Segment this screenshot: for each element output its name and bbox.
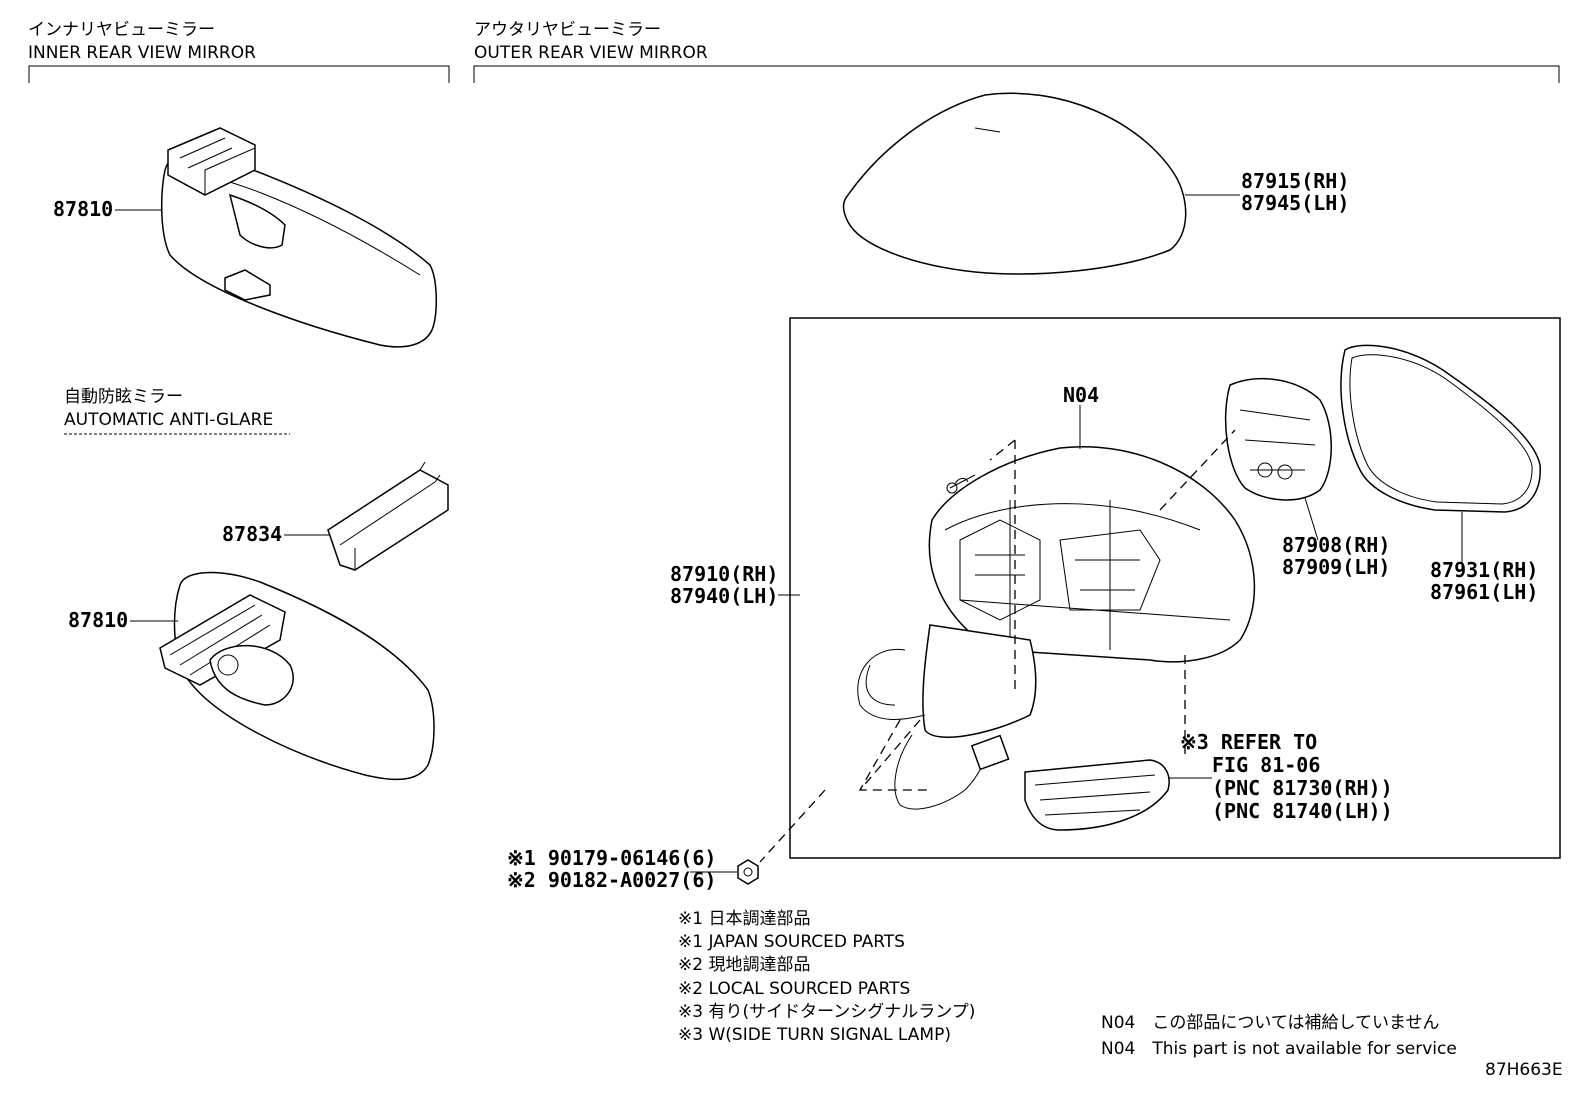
nut-part-1: ※1 90179-06146(6) bbox=[507, 846, 717, 870]
n04-note-jp: N04 この部品については補給していません bbox=[1101, 1013, 1440, 1033]
note-6: ※3 W(SIDE TURN SIGNAL LAMP) bbox=[678, 1025, 951, 1045]
nut bbox=[737, 859, 759, 885]
anti-glare-title-en: AUTOMATIC ANTI-GLARE bbox=[64, 410, 274, 430]
note-2: ※1 JAPAN SOURCED PARTS bbox=[678, 932, 905, 952]
note-1: ※1 日本調達部品 bbox=[678, 909, 811, 929]
nut-part-2: ※2 90182-A0027(6) bbox=[507, 868, 717, 892]
outer-section-bracket bbox=[473, 65, 1560, 83]
refer-line-2: FIG 81-06 bbox=[1212, 753, 1321, 777]
inner-mirror-bottom bbox=[159, 571, 435, 781]
part-87810-bottom: 87810 bbox=[68, 608, 129, 632]
part-glass-lh: 87961(LH) bbox=[1430, 580, 1539, 604]
actuator bbox=[1224, 377, 1332, 501]
part-n04: N04 bbox=[1063, 383, 1100, 407]
outer-mirror-cover bbox=[842, 92, 1187, 275]
refer-line-1: ※3 REFER TO bbox=[1180, 730, 1318, 754]
inner-title-jp: インナリヤビューミラー bbox=[28, 20, 215, 40]
mirror-housing bbox=[857, 446, 1256, 810]
inner-section-bracket bbox=[28, 65, 450, 83]
assembly-box bbox=[789, 317, 1561, 859]
part-cover-lh: 87945(LH) bbox=[1241, 191, 1350, 215]
note-5: ※3 有り(サイドターンシグナルランプ) bbox=[678, 1002, 976, 1022]
mirror-glass bbox=[1340, 344, 1541, 513]
part-glass-rh: 87931(RH) bbox=[1430, 558, 1539, 582]
note-4: ※2 LOCAL SOURCED PARTS bbox=[678, 979, 911, 999]
outer-title-jp: アウタリヤビューミラー bbox=[474, 20, 661, 40]
part-87834: 87834 bbox=[222, 522, 283, 546]
part-87810-top: 87810 bbox=[53, 197, 114, 221]
n04-note-en: N04 This part is not available for servi… bbox=[1101, 1039, 1457, 1059]
turn-signal-lamp bbox=[1024, 759, 1170, 831]
inner-title-en: INNER REAR VIEW MIRROR bbox=[28, 43, 256, 63]
figure-id: 87H663E bbox=[1485, 1060, 1563, 1080]
part-actuator-rh: 87908(RH) bbox=[1282, 533, 1391, 557]
refer-line-4: (PNC 81740(LH)) bbox=[1212, 799, 1393, 823]
screw bbox=[946, 474, 976, 494]
part-cover-rh: 87915(RH) bbox=[1241, 169, 1350, 193]
inner-mirror-top bbox=[160, 127, 438, 348]
outer-title-en: OUTER REAR VIEW MIRROR bbox=[474, 43, 708, 63]
part-assy-lh: 87940(LH) bbox=[670, 584, 779, 608]
anti-glare-title-jp: 自動防眩ミラー bbox=[64, 387, 183, 407]
refer-line-3: (PNC 81730(RH)) bbox=[1212, 776, 1393, 800]
cover-87834 bbox=[327, 461, 449, 571]
part-assy-rh: 87910(RH) bbox=[670, 562, 779, 586]
part-actuator-lh: 87909(LH) bbox=[1282, 555, 1391, 579]
note-3: ※2 現地調達部品 bbox=[678, 955, 811, 975]
